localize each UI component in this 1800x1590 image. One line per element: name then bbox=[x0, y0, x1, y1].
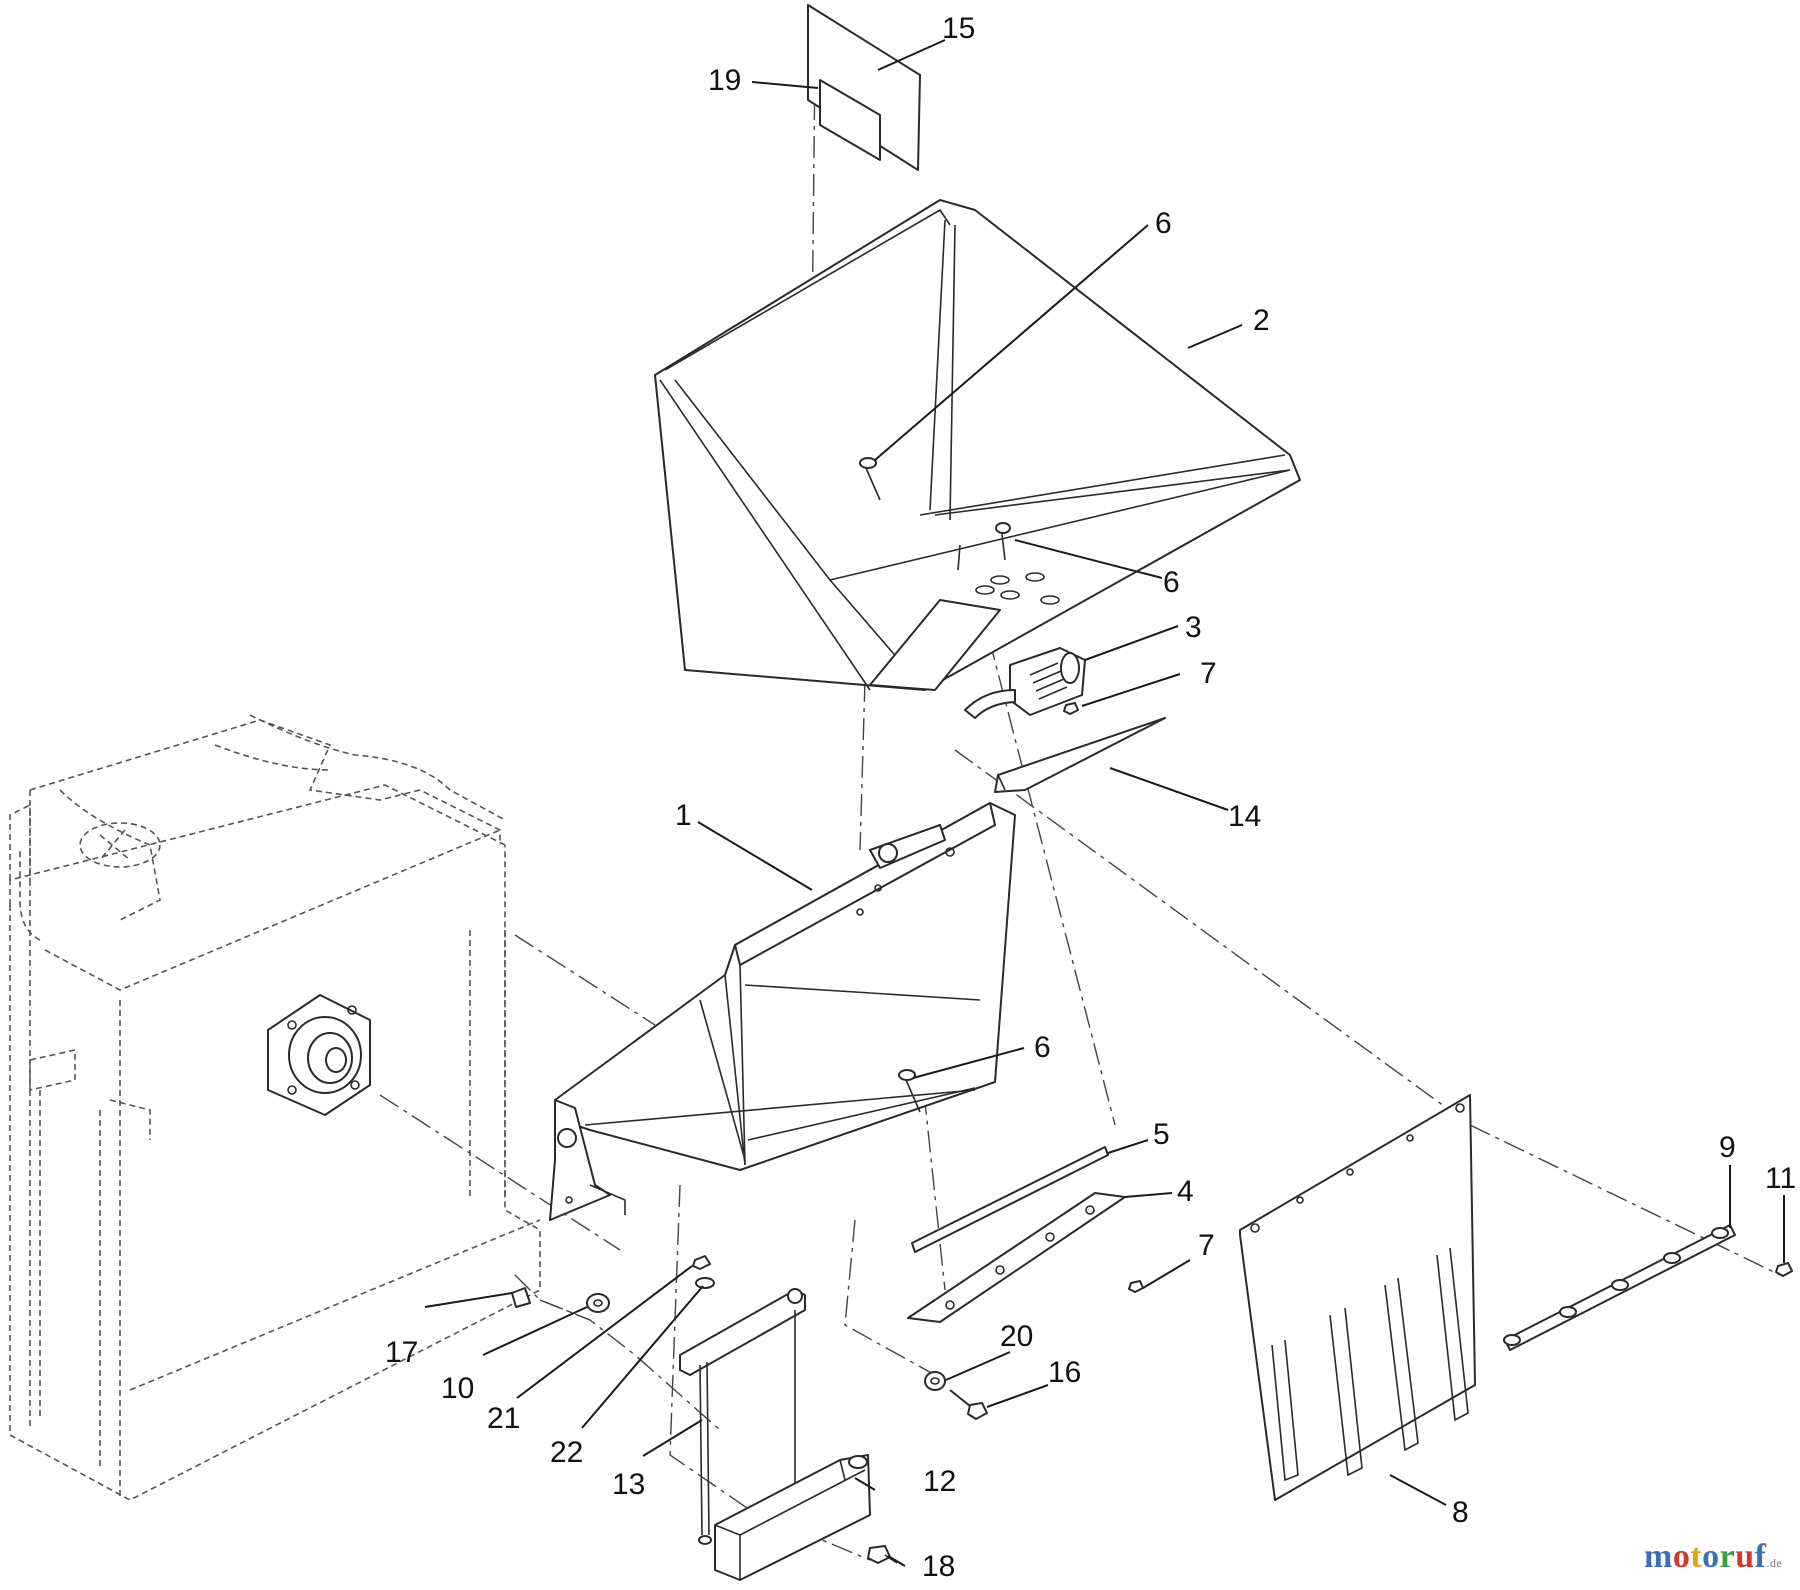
plate-14 bbox=[994, 717, 1166, 793]
callout-20: 20 bbox=[1000, 1320, 1033, 1353]
nut-7-lower bbox=[1128, 1280, 1144, 1293]
leader-lines bbox=[424, 39, 1785, 1567]
motoruf-logo: motoruf.de bbox=[1644, 1538, 1782, 1576]
nut-7-upper bbox=[1063, 702, 1079, 715]
chipper-housing bbox=[9, 714, 541, 1501]
decal-19 bbox=[819, 79, 881, 161]
washer-20 bbox=[924, 1371, 946, 1391]
bolt-18 bbox=[867, 1545, 898, 1564]
callout-5: 5 bbox=[1153, 1118, 1170, 1151]
callout-1: 1 bbox=[675, 799, 692, 832]
logo-letter-r: r bbox=[1719, 1538, 1736, 1575]
spring-latch bbox=[964, 647, 1086, 719]
callout-3: 3 bbox=[1185, 611, 1202, 644]
callout-4: 4 bbox=[1177, 1175, 1194, 1208]
strip-5 bbox=[911, 1146, 1109, 1253]
rubber-flap bbox=[1239, 1094, 1476, 1501]
washer-22 bbox=[695, 1277, 715, 1289]
clamp-bar bbox=[1503, 1224, 1736, 1351]
logo-letter-u: u bbox=[1735, 1538, 1755, 1575]
nut-21 bbox=[692, 1255, 711, 1270]
callout-2: 2 bbox=[1253, 304, 1270, 337]
callout-7-upper: 7 bbox=[1200, 657, 1217, 690]
bearing-flange bbox=[267, 994, 371, 1116]
bolt-16 bbox=[949, 1389, 988, 1420]
callout-6-mid: 6 bbox=[1163, 566, 1180, 599]
callout-12: 12 bbox=[923, 1465, 956, 1498]
carriage-bolt-6-top bbox=[859, 457, 881, 501]
upper-hopper bbox=[654, 199, 1301, 691]
logo-letter-f: f bbox=[1754, 1538, 1767, 1575]
logo-tld: .de bbox=[1766, 1556, 1783, 1570]
callout-17: 17 bbox=[385, 1336, 418, 1369]
callout-13: 13 bbox=[612, 1468, 645, 1501]
callout-7-lower: 7 bbox=[1198, 1229, 1215, 1262]
callout-22: 22 bbox=[550, 1436, 583, 1469]
clip-17 bbox=[511, 1287, 531, 1308]
logo-letter-o: o bbox=[1672, 1538, 1691, 1575]
callout-9: 9 bbox=[1719, 1131, 1736, 1164]
logo-letter-m: m bbox=[1644, 1538, 1673, 1575]
carriage-bolt-6-chute bbox=[898, 1069, 921, 1113]
callout-10: 10 bbox=[441, 1372, 474, 1405]
decal-15 bbox=[807, 4, 921, 171]
callout-6-chute: 6 bbox=[1034, 1031, 1051, 1064]
callout-21: 21 bbox=[487, 1402, 520, 1435]
callout-15: 15 bbox=[942, 12, 975, 45]
callout-11: 11 bbox=[1765, 1162, 1796, 1195]
logo-letter-o2: o bbox=[1702, 1538, 1720, 1575]
callout-6-top: 6 bbox=[1155, 207, 1172, 240]
callout-16: 16 bbox=[1048, 1356, 1081, 1389]
carriage-bolt-6-mid bbox=[995, 522, 1011, 561]
plate-4 bbox=[907, 1192, 1126, 1323]
assembly-lines bbox=[379, 59, 1781, 1561]
guard-12 bbox=[714, 1454, 871, 1581]
callout-19: 19 bbox=[708, 64, 741, 97]
callout-14: 14 bbox=[1228, 800, 1261, 833]
callouts: 15 19 6 2 6 3 7 14 1 6 5 4 7 9 11 8 20 1… bbox=[385, 12, 1796, 1583]
lower-chute bbox=[549, 802, 1016, 1221]
callout-8: 8 bbox=[1452, 1496, 1469, 1529]
callout-18: 18 bbox=[922, 1550, 955, 1583]
nut-11 bbox=[1775, 1262, 1793, 1277]
washer-10 bbox=[586, 1293, 610, 1313]
logo-letter-t: t bbox=[1690, 1538, 1703, 1575]
